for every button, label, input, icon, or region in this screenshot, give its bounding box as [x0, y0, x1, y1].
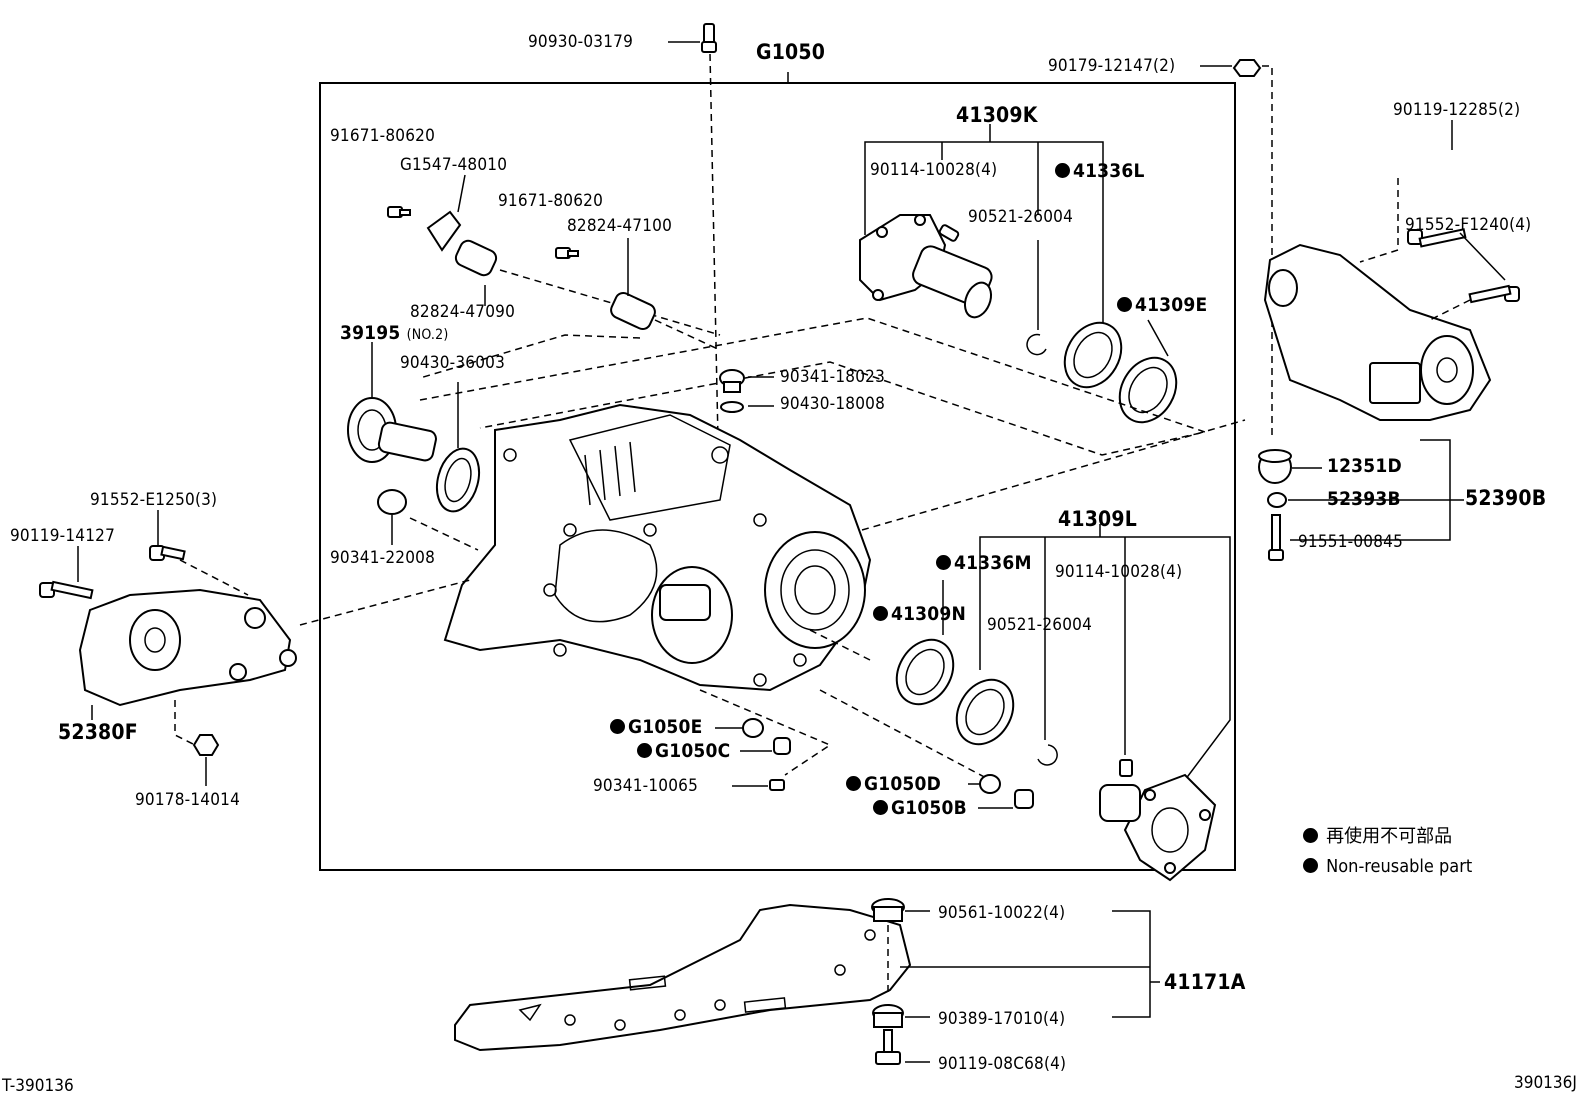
non-reusable-marker — [1303, 858, 1318, 873]
group-label-g1050[interactable]: G1050 — [756, 40, 826, 64]
part-label[interactable]: 91551-00845 — [1298, 532, 1404, 552]
part-label-non-reusable[interactable]: G1050B — [873, 797, 967, 819]
non-reusable-marker — [1117, 297, 1132, 312]
assembly-frame — [319, 82, 1236, 871]
breather-plug-part — [668, 23, 719, 441]
drain-plug-parts — [699, 689, 1034, 809]
part-number: 41336M — [954, 552, 1032, 574]
non-reusable-marker — [637, 743, 652, 758]
group-label-41171a[interactable]: 41171A — [1164, 970, 1246, 994]
part-number: G1050C — [655, 740, 731, 762]
diagram-code-left: T-390136 — [2, 1076, 74, 1096]
part-label[interactable]: 90521-26004 — [987, 615, 1093, 635]
part-label[interactable]: 90119-14127 — [10, 526, 116, 546]
output-shaft-part — [347, 342, 481, 551]
part-label[interactable]: 82824-47090 — [410, 302, 516, 322]
non-reusable-marker — [936, 555, 951, 570]
part-label[interactable]: 90114-10028(4) — [870, 160, 998, 180]
part-label[interactable]: 52380F — [58, 720, 138, 744]
part-label[interactable]: 90179-12147(2) — [1048, 56, 1176, 76]
part-number: G1050B — [891, 797, 967, 819]
non-reusable-marker — [1055, 163, 1070, 178]
part-label-non-reusable[interactable]: 41336M — [936, 552, 1032, 574]
part-label[interactable]: 90341-18023 — [780, 367, 886, 387]
group-label-52390b[interactable]: 52390B — [1465, 486, 1547, 510]
non-reusable-marker — [846, 776, 861, 791]
part-label[interactable]: 90119-08C68(4) — [938, 1054, 1067, 1074]
group-label-41309l[interactable]: 41309L — [1058, 507, 1137, 531]
part-label-non-reusable[interactable]: 41309N — [873, 603, 966, 625]
part-number: 41336L — [1073, 160, 1145, 182]
legend-row: 再使用不可部品 — [1303, 822, 1472, 852]
part-label[interactable]: 91671-80620 — [498, 191, 604, 211]
part-label-non-reusable[interactable]: G1050E — [610, 716, 702, 738]
part-label-non-reusable[interactable]: G1050C — [637, 740, 730, 762]
group-41309k-bracket — [864, 124, 1104, 330]
rear-mount-part — [1258, 120, 1520, 561]
flange-top-part — [859, 214, 1178, 424]
part-number: 41309N — [891, 603, 966, 625]
legend-row: Non-reusable part — [1303, 852, 1472, 882]
non-reusable-marker — [610, 719, 625, 734]
part-label[interactable]: 12351D — [1327, 455, 1402, 477]
lower-seal-parts — [809, 629, 1015, 781]
part-note: (NO.2) — [406, 327, 449, 343]
part-label[interactable]: 90341-10065 — [593, 776, 699, 796]
part-label[interactable]: 90930-03179 — [528, 32, 634, 52]
diagram-code-right: 390136J — [1514, 1073, 1577, 1093]
speed-sensor-parts — [387, 174, 721, 351]
filler-plug-parts — [719, 369, 774, 413]
part-label[interactable]: 90521-26004 — [968, 207, 1074, 227]
part-label[interactable]: G1547-48010 — [400, 155, 508, 175]
legend-text-ja: 再使用不可部品 — [1326, 826, 1453, 847]
under-cover-part — [454, 898, 1160, 1065]
part-label[interactable]: 90119-12285(2) — [1393, 100, 1521, 120]
front-mount-part — [39, 510, 297, 786]
part-label[interactable]: 90114-10028(4) — [1055, 562, 1183, 582]
group-label-41309k[interactable]: 41309K — [956, 103, 1038, 127]
part-label[interactable]: 90178-14014 — [135, 790, 241, 810]
part-number: 39195 — [340, 322, 401, 344]
flange-bottom-part — [1099, 759, 1217, 882]
transfer-housing-part — [443, 403, 872, 692]
legend-text-en: Non-reusable part — [1326, 856, 1473, 877]
part-number: G1050E — [628, 716, 703, 738]
part-label-non-reusable[interactable]: 41309E — [1117, 294, 1207, 316]
part-label[interactable]: 90561-10022(4) — [938, 903, 1066, 923]
part-label[interactable]: 90430-18008 — [780, 394, 886, 414]
part-label[interactable]: 91552-E1250(3) — [90, 490, 218, 510]
part-label[interactable]: 82824-47100 — [567, 216, 673, 236]
non-reusable-marker — [873, 606, 888, 621]
non-reusable-marker — [1303, 828, 1318, 843]
part-number: G1050D — [864, 773, 941, 795]
part-label[interactable]: 39195 (NO.2) — [340, 322, 448, 346]
part-label[interactable]: 90389-17010(4) — [938, 1009, 1066, 1029]
part-number: 41309E — [1135, 294, 1208, 316]
legend: 再使用不可部品 Non-reusable part — [1303, 822, 1472, 882]
part-label[interactable]: 90430-36003 — [400, 353, 506, 373]
part-label[interactable]: 91552-F1240(4) — [1405, 215, 1532, 235]
part-label-non-reusable[interactable]: G1050D — [846, 773, 941, 795]
part-label-non-reusable[interactable]: 41336L — [1055, 160, 1145, 182]
part-label[interactable]: 90341-22008 — [330, 548, 436, 568]
part-label[interactable]: 91671-80620 — [330, 126, 436, 146]
non-reusable-marker — [873, 800, 888, 815]
group-41309l-bracket — [942, 524, 1231, 781]
part-label[interactable]: 52393B — [1327, 488, 1401, 510]
